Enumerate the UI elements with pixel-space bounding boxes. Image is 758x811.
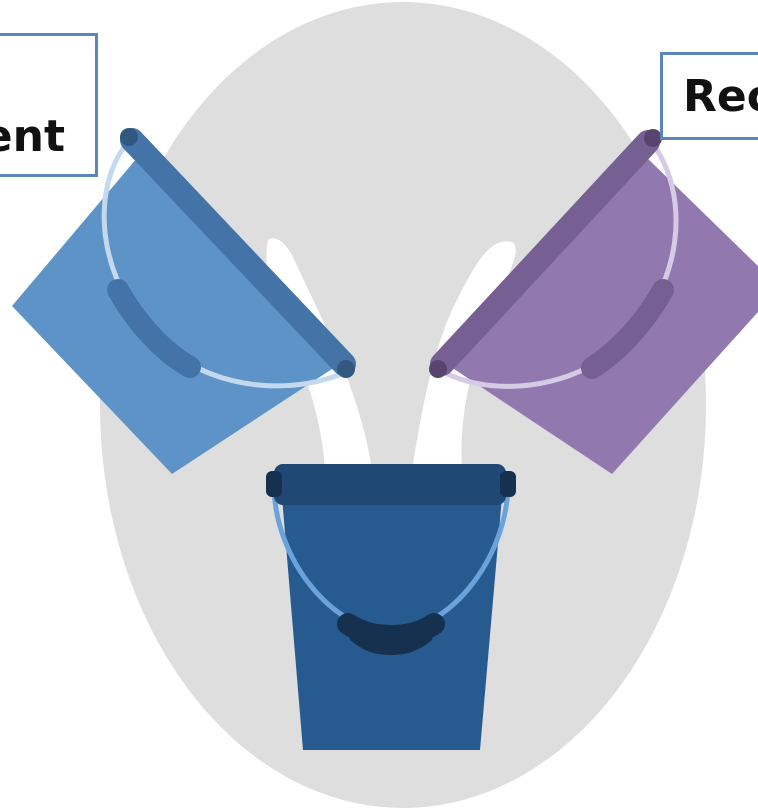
right-label-text: Rec — [683, 71, 758, 122]
center-bucket-rim-end-left — [266, 471, 282, 497]
center-bucket-grip-band — [348, 624, 434, 636]
left-bucket-rim-end-top — [120, 128, 138, 146]
right-label-box: Rec — [660, 52, 758, 140]
right-bucket-rim-end-bottom — [429, 360, 447, 378]
left-label-text: ent — [0, 111, 65, 162]
center-bucket-icon — [266, 464, 516, 750]
center-bucket-body — [282, 497, 502, 750]
center-bucket-rim-end-right — [500, 471, 516, 497]
center-bucket-rim — [274, 464, 506, 505]
left-bucket-rim-end-bottom — [337, 360, 355, 378]
left-label-box: ent — [0, 33, 98, 177]
